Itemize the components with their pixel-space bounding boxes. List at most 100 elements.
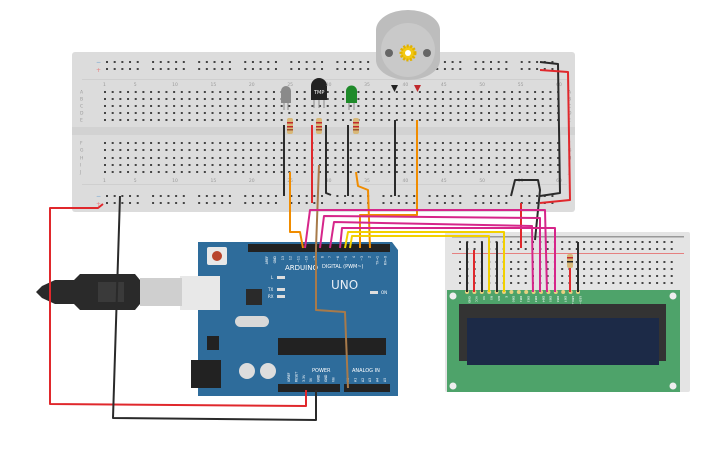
lcd-pin-label: DB5 (549, 296, 553, 302)
lcd-resistor[interactable] (567, 254, 573, 268)
row-letter: A (568, 90, 572, 96)
lcd-screen (467, 318, 659, 365)
digital-pin-label: ~9 (312, 256, 316, 261)
digital-pin-label: TX→1 (376, 256, 380, 266)
digital-pin-label: ~6 (336, 256, 340, 261)
resistor[interactable] (287, 118, 293, 134)
dc-motor[interactable] (376, 10, 440, 92)
row-letter: I (80, 163, 81, 169)
lcd-pin (524, 290, 529, 294)
digital-pin-label: 12 (289, 256, 293, 260)
column-number: 20 (249, 178, 255, 184)
rail-minus-bottom: − (96, 193, 101, 200)
row-letter: E (80, 118, 83, 124)
power-pin-label: RESET (294, 372, 298, 382)
lcd-pin-label: V0 (482, 296, 486, 300)
lcd-pin (561, 290, 566, 294)
temperature-sensor[interactable]: TMP (311, 78, 327, 108)
digital-pin-label: ~5 (344, 256, 348, 261)
row-letter: A (80, 90, 84, 96)
column-number: 25 (287, 82, 293, 88)
row-letter: D (568, 111, 572, 117)
resistors[interactable] (287, 118, 359, 134)
power-pin-label: GND (317, 374, 321, 382)
power-pin-label: 5V (309, 377, 313, 382)
crystal (235, 316, 269, 327)
lcd-pin-label: VCC (475, 296, 479, 302)
analog-pin-label: A2 (361, 378, 365, 382)
column-number: 20 (249, 82, 255, 88)
lcd-pin-label: DB3 (534, 296, 538, 302)
column-number: 5 (134, 178, 137, 184)
analog-pin-label: A3 (368, 378, 372, 382)
lcd-pin-label: E (504, 296, 508, 298)
digital-pin-label: 8 (320, 256, 324, 258)
power-pin-label: Vin (331, 377, 335, 382)
lcd-pin-label: DB6 (556, 296, 560, 302)
wires[interactable] (49, 61, 579, 421)
lcd-pin-label: DB7 (564, 296, 568, 302)
analog-label: ANALOG IN (352, 368, 380, 374)
column-number: 50 (479, 178, 485, 184)
digital-header (248, 244, 390, 252)
lcd-pin (516, 290, 521, 294)
usb-port (180, 276, 220, 310)
column-number: 10 (172, 82, 178, 88)
lcd-pin-label: RS (490, 296, 494, 300)
led-gray[interactable] (281, 86, 291, 110)
row-letter: H (80, 156, 83, 162)
analog-pin-label: A5 (383, 378, 387, 382)
row-letter: G (80, 148, 84, 154)
column-number: 40 (403, 178, 409, 184)
rail-minus-top: − (96, 59, 101, 66)
power-header (278, 384, 340, 392)
digital-pin-label: AREF (265, 256, 269, 264)
digital-pin-label: ~11 (297, 256, 301, 263)
led-on-label: ON (381, 290, 387, 295)
digital-pin-label: 4 (352, 256, 356, 258)
analog-pin-label: A1 (353, 378, 357, 382)
arduino-uno[interactable]: ARDUINO UNO DIGITAL (PWM~) POWER ANALOG … (180, 242, 398, 396)
resistor[interactable] (353, 118, 359, 134)
lcd-pin-label: DB2 (527, 296, 531, 302)
row-letter: J (567, 170, 569, 176)
row-letter: B (568, 97, 571, 103)
column-number: 15 (211, 178, 217, 184)
arduino-logo-text: ARDUINO (285, 264, 318, 272)
lcd-pin-label: RW (497, 296, 501, 301)
lcd-pin-label: DB1 (519, 296, 523, 302)
lcd-pin-label: DB4 (541, 296, 545, 302)
resistor[interactable] (316, 118, 322, 134)
digital-pin-label: RX←0 (384, 256, 388, 265)
analog-pin-label: A4 (376, 378, 380, 382)
row-letter: C (568, 104, 571, 110)
row-letter: C (80, 104, 83, 110)
usb-cable[interactable] (36, 274, 182, 310)
rail-plus-bottom: + (96, 201, 101, 208)
digital-label: DIGITAL (PWM~) (322, 264, 364, 270)
arduino-model: UNO (331, 278, 358, 292)
atmega-chip (278, 338, 386, 355)
column-number: 55 (518, 82, 524, 88)
row-letter: F (80, 141, 83, 147)
led-l-label: L (271, 275, 274, 280)
column-number: 45 (441, 178, 447, 184)
led-green[interactable] (346, 85, 357, 110)
digital-pin-label: 13 (281, 256, 285, 260)
power-pin-label: 3.3V (302, 374, 306, 382)
row-letter: J (79, 170, 81, 176)
column-number: 15 (211, 82, 217, 88)
digital-pin-label: 2 (368, 256, 372, 258)
column-number: 5 (134, 82, 137, 88)
digital-pin-label: ~3 (360, 256, 364, 261)
power-label: POWER (312, 368, 331, 374)
row-letter: B (80, 97, 83, 103)
lcd-pin-label: GND (467, 296, 471, 304)
power-jack (191, 360, 221, 388)
power-pin-label: IOREF (287, 372, 291, 382)
rail-plus-top: + (96, 67, 101, 74)
lcd-pin-label: LED+ (571, 296, 575, 305)
